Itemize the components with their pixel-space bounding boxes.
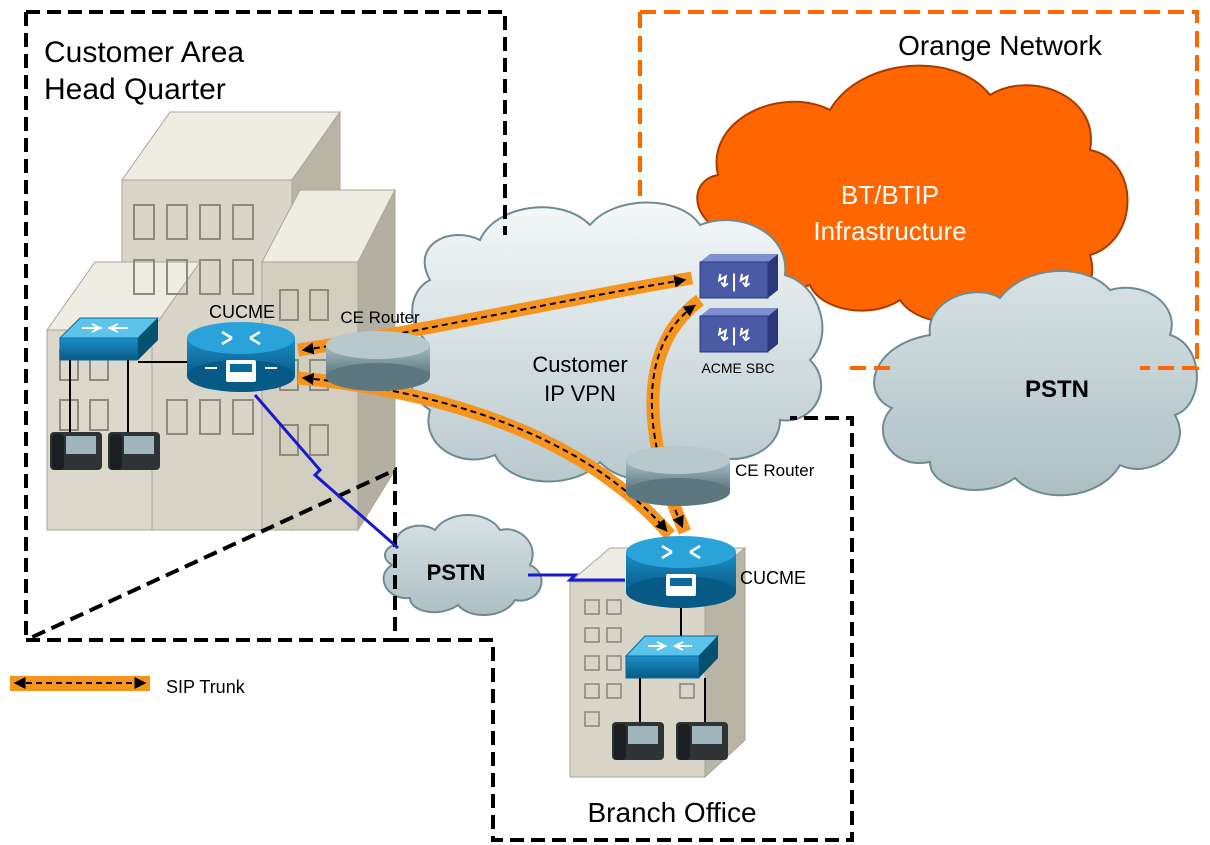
hq-ce-router-label: CE Router [340, 308, 420, 327]
hq-zone-border [25, 10, 507, 642]
hq-cucme-router [187, 322, 295, 392]
legend-sip-trunk [10, 676, 150, 691]
branch-ce-router [626, 446, 730, 506]
orange-zone-border [638, 10, 1199, 370]
hq-lan-lines [69, 360, 188, 435]
hq-title-line1: Customer Area [44, 36, 244, 69]
hq-title-line2: Head Quarter [44, 73, 226, 106]
branch-ce-router-label: CE Router [735, 461, 815, 480]
pstn-small-label: PSTN [427, 560, 486, 585]
hq-ce-router [326, 331, 430, 391]
acme-sbc-2: ↯|↯ [699, 308, 778, 353]
pstn-right-label: PSTN [1025, 376, 1089, 403]
legend-sip-trunk-label: SIP Trunk [166, 677, 246, 697]
branch-lan-lines [639, 678, 706, 725]
branch-office-title: Branch Office [587, 797, 756, 828]
hq-cucme-label: CUCME [209, 302, 275, 322]
hq-switch [58, 317, 160, 361]
orange-network-title: Orange Network [898, 30, 1103, 61]
branch-phone-1 [612, 722, 664, 760]
sbc-label: ACME SBC [701, 360, 774, 376]
svg-text:↯|↯: ↯|↯ [716, 325, 753, 346]
vpn-cloud-label-2: IP VPN [544, 381, 616, 406]
vpn-cloud-label-1: Customer [532, 352, 627, 377]
pstn-cloud-right [873, 270, 1198, 497]
branch-phone-2 [676, 722, 728, 760]
hq-phone-2 [108, 432, 160, 470]
svg-text:↯|↯: ↯|↯ [716, 271, 753, 292]
orange-cloud-label-2: Infrastructure [813, 216, 966, 246]
hq-phone-1 [50, 432, 102, 470]
branch-cucme-router [626, 536, 736, 608]
branch-cucme-label: CUCME [740, 568, 806, 588]
orange-cloud-label-1: BT/BTIP [841, 180, 939, 210]
branch-switch [624, 608, 720, 679]
acme-sbc-1: ↯|↯ [699, 254, 778, 299]
